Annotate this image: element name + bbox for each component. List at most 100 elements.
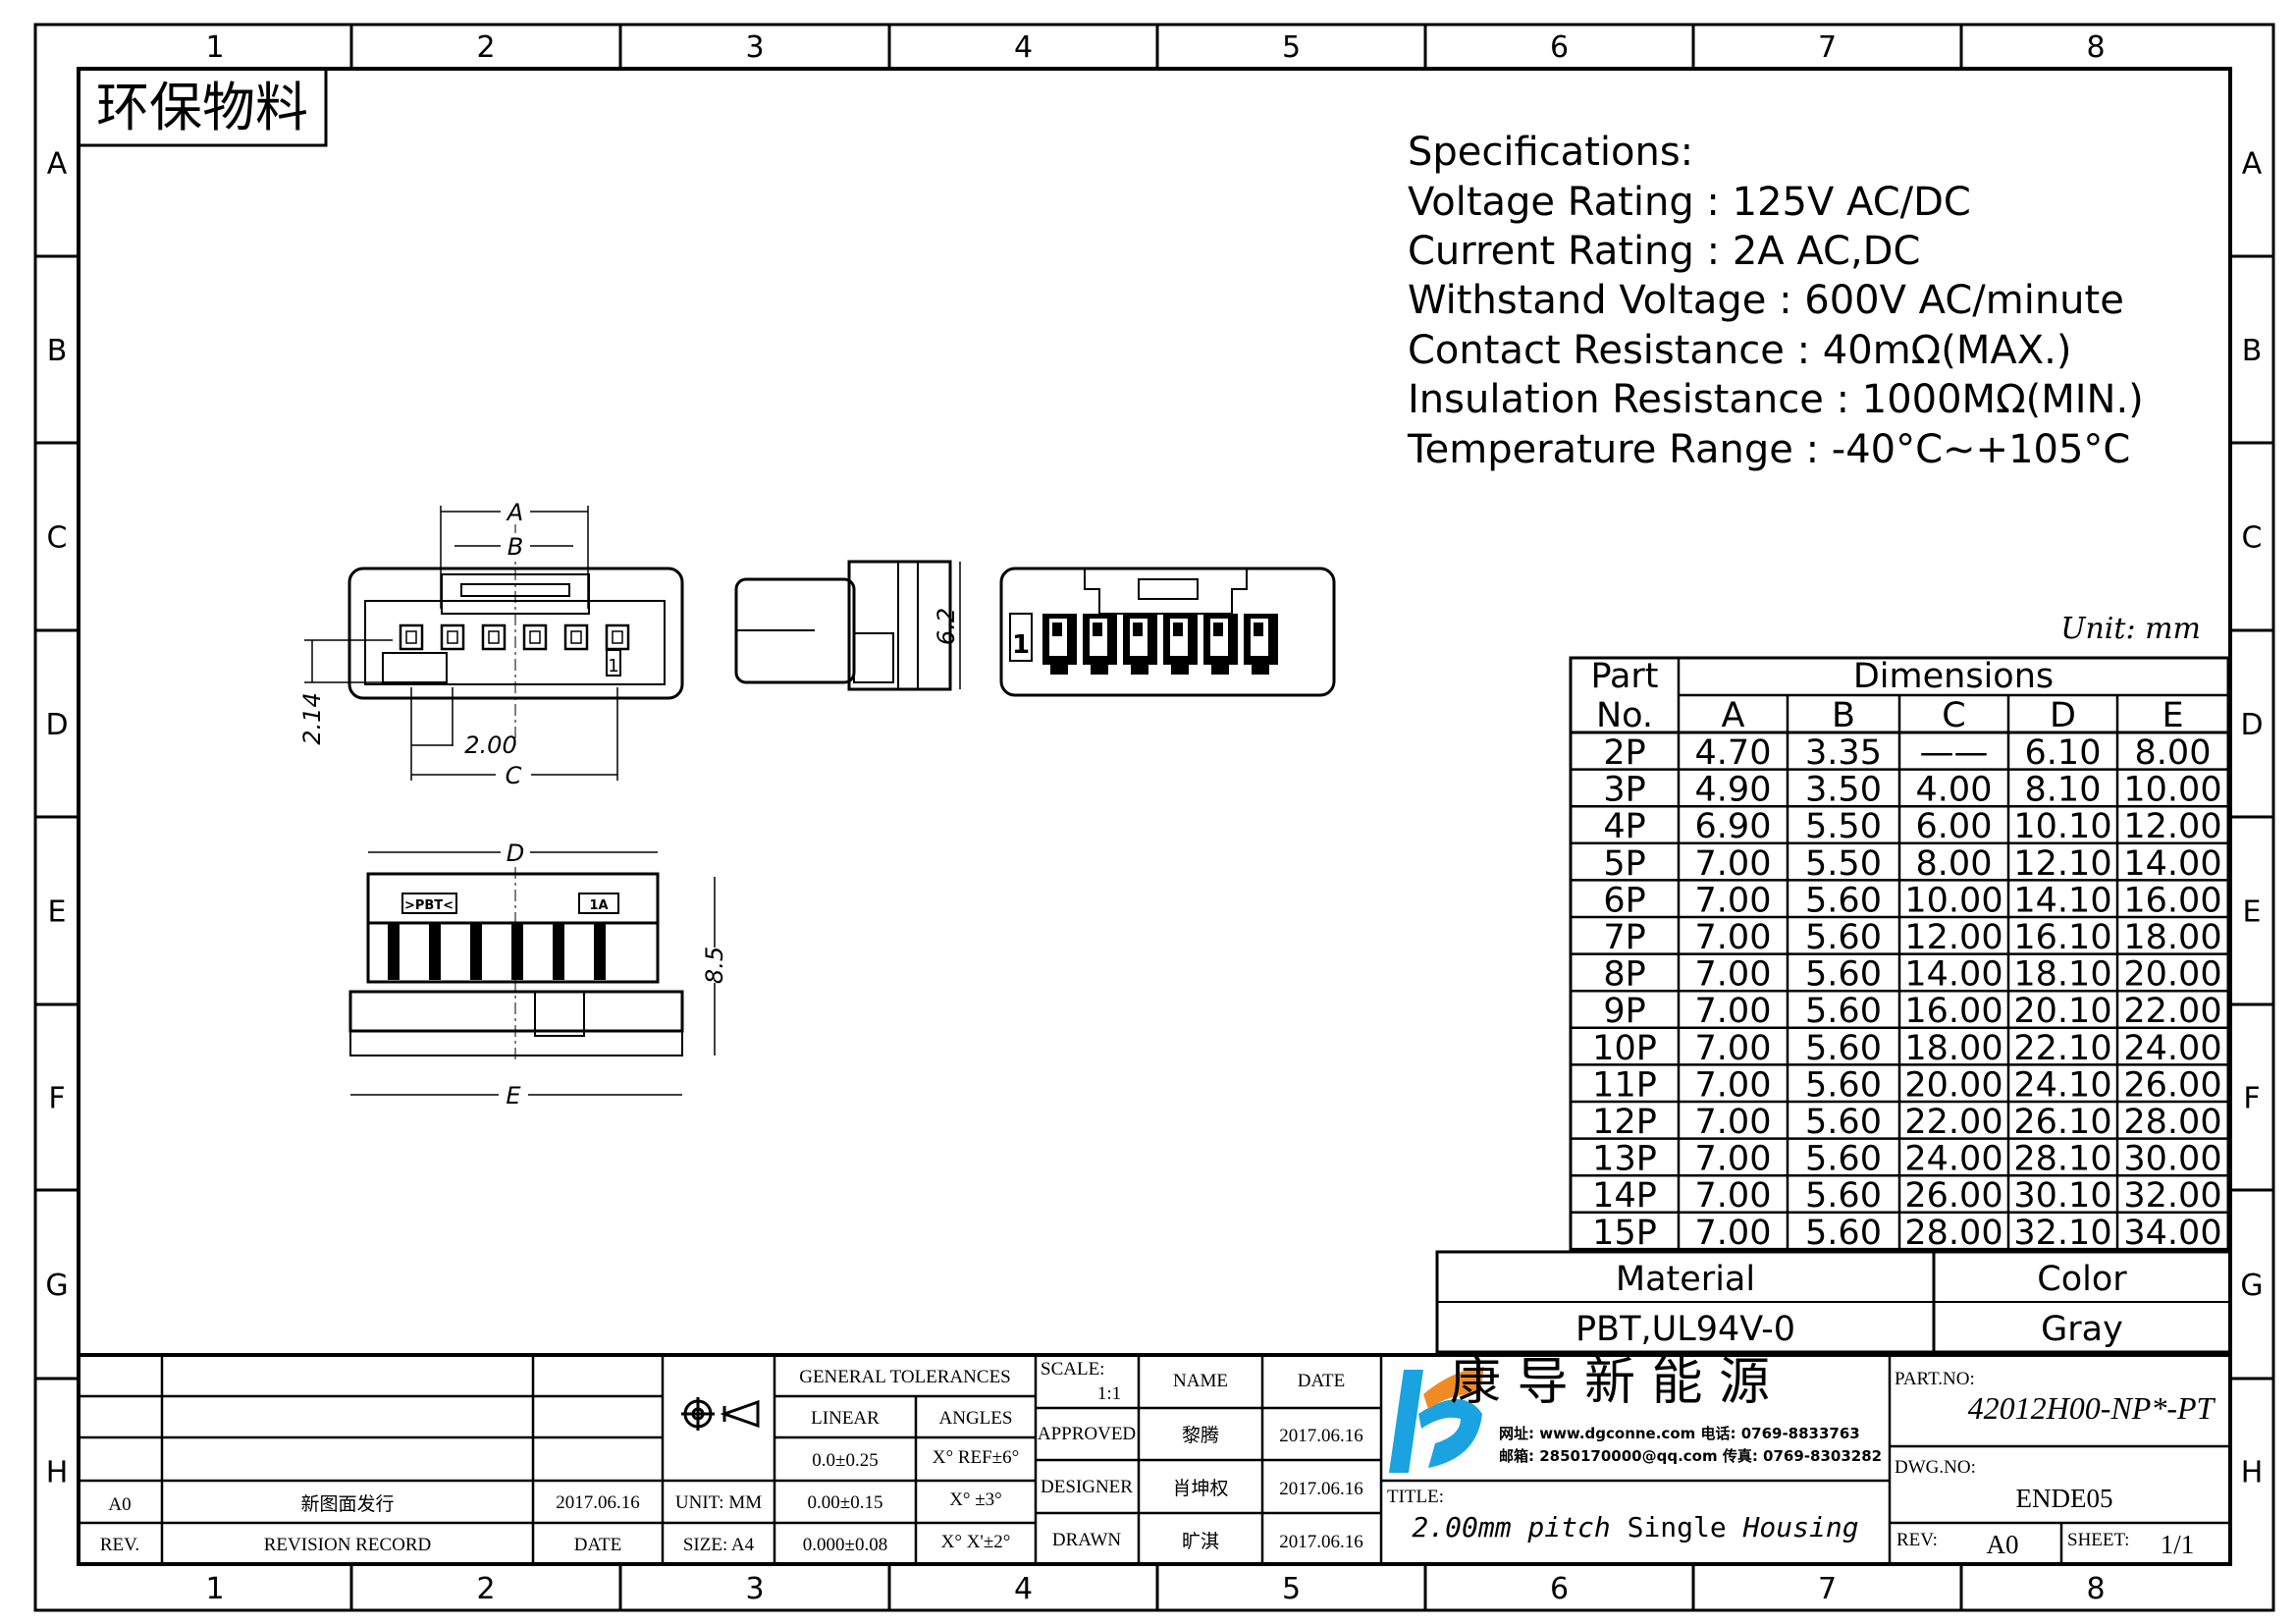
dimension-cell: 28.10 bbox=[2013, 1140, 2111, 1179]
part-no-cell: 14P bbox=[1592, 1176, 1657, 1216]
part-no-cell: 15P bbox=[1592, 1214, 1657, 1253]
rev-header: REV. bbox=[100, 1535, 139, 1555]
dimension-cell: 18.10 bbox=[2013, 955, 2111, 995]
dimension-cell: 8.10 bbox=[2025, 771, 2102, 810]
drawn-name: 旷淇 bbox=[1182, 1531, 1219, 1552]
contact-cavity bbox=[563, 623, 589, 651]
sheet-value: 1/1 bbox=[2161, 1530, 2195, 1559]
dimension-cell: 7.00 bbox=[1695, 1214, 1772, 1253]
approved-label: APPROVED bbox=[1038, 1424, 1136, 1444]
scale-label: SCALE: bbox=[1041, 1359, 1104, 1380]
dimension-cell: 6.00 bbox=[1916, 807, 1993, 846]
designer-name: 肖坤权 bbox=[1172, 1478, 1228, 1499]
rating-mark: 1A bbox=[589, 898, 608, 913]
dimension-cell: 7.00 bbox=[1695, 955, 1772, 995]
dimension-column-header: C bbox=[1942, 696, 1965, 735]
linear-tolerance: 0.000±0.08 bbox=[803, 1535, 887, 1555]
dimension-cell: 24.00 bbox=[2123, 1029, 2221, 1068]
dim-label-d: D bbox=[507, 839, 524, 867]
linear-tolerance: 0.00±0.15 bbox=[808, 1492, 883, 1513]
zone-row-label: F bbox=[2243, 1082, 2260, 1116]
zone-column-label: 4 bbox=[1014, 1572, 1033, 1606]
contact-cavity bbox=[481, 623, 507, 651]
latch-slot bbox=[429, 923, 441, 980]
contact-cavity bbox=[399, 623, 424, 651]
zone-row-label: B bbox=[2242, 334, 2263, 368]
dimension-cell: 8.00 bbox=[2135, 733, 2212, 773]
dimension-cell: 14.10 bbox=[2013, 881, 2111, 920]
dim-label-c: C bbox=[506, 762, 522, 789]
scale-value: 1:1 bbox=[1097, 1383, 1121, 1404]
dimension-cell: 4.00 bbox=[1916, 771, 1993, 810]
zone-row-label: H bbox=[2241, 1456, 2264, 1490]
spec-line: Current Rating : 2A AC,DC bbox=[1408, 229, 1920, 274]
drawn-date: 2017.06.16 bbox=[1279, 1532, 1363, 1552]
no-header: No. bbox=[1596, 696, 1653, 735]
dimension-cell: 5.60 bbox=[1805, 1065, 1882, 1105]
dimension-cell: 10.00 bbox=[1904, 881, 2002, 920]
color-value: Gray bbox=[2041, 1310, 2123, 1349]
dimension-cell: 26.10 bbox=[2013, 1103, 2111, 1142]
zone-row-label: D bbox=[2240, 708, 2263, 742]
spec-line: Insulation Resistance : 1000MΩ(MIN.) bbox=[1408, 377, 2144, 422]
dimension-cell: 4.70 bbox=[1695, 733, 1772, 773]
dimension-cell: 26.00 bbox=[1904, 1176, 2002, 1216]
zone-column-label: 5 bbox=[1282, 1572, 1301, 1606]
dimension-cell: —— bbox=[1920, 733, 1989, 773]
dimension-cell: 20.00 bbox=[2123, 955, 2221, 995]
sheet-label: SHEET: bbox=[2067, 1530, 2129, 1550]
company-logo: 康 导 新 能 源 网址: www.dgconne.com 电话: 0769-8… bbox=[1389, 1353, 1882, 1473]
pin1-mark: 1 bbox=[1012, 630, 1030, 660]
latch-slot bbox=[594, 923, 606, 980]
dimension-cell: 16.00 bbox=[2123, 881, 2221, 920]
dimension-cell: 5.60 bbox=[1805, 918, 1882, 957]
title-label: TITLE: bbox=[1387, 1487, 1444, 1507]
zone-row-label: C bbox=[2242, 521, 2263, 556]
part-no-cell: 3P bbox=[1603, 771, 1645, 810]
dimension-cell: 14.00 bbox=[1904, 955, 2002, 995]
contact-cavity bbox=[605, 623, 630, 651]
size-label: SIZE: A4 bbox=[683, 1535, 755, 1555]
dimension-cell: 12.00 bbox=[2123, 807, 2221, 846]
dimension-cell: 30.00 bbox=[2123, 1140, 2221, 1179]
dimension-cell: 10.00 bbox=[2123, 771, 2221, 810]
color-label: Color bbox=[2037, 1260, 2127, 1299]
dimension-cell: 6.10 bbox=[2025, 733, 2102, 773]
zone-column-label: 7 bbox=[1818, 1572, 1837, 1606]
dimensions-header: Dimensions bbox=[1853, 657, 2054, 696]
pin1-mark: 1 bbox=[608, 656, 618, 677]
material-value: PBT,UL94V-0 bbox=[1575, 1310, 1795, 1349]
dimension-cell: 3.50 bbox=[1805, 771, 1882, 810]
dimension-cell: 7.00 bbox=[1695, 1065, 1772, 1105]
zone-column-label: 2 bbox=[476, 1572, 495, 1606]
dimension-column-header: A bbox=[1722, 696, 1745, 735]
dimension-cell: 14.00 bbox=[2123, 844, 2221, 884]
zone-row-label: H bbox=[46, 1456, 69, 1490]
zone-row-label: A bbox=[2242, 147, 2263, 182]
part-no-label: PART.NO: bbox=[1895, 1369, 1975, 1389]
zone-column-label: 6 bbox=[1550, 30, 1569, 65]
dimension-cell: 22.10 bbox=[2013, 1029, 2111, 1068]
dim-label-a: A bbox=[506, 499, 523, 526]
dimension-cell: 18.00 bbox=[2123, 918, 2221, 957]
dimension-cell: 32.00 bbox=[2123, 1176, 2221, 1216]
part-no-cell: 11P bbox=[1592, 1065, 1657, 1105]
zone-column-label: 8 bbox=[2086, 30, 2105, 65]
bottom-view-drawing: >PBT< 1A D E 8.5 bbox=[348, 839, 728, 1110]
revision-date: 2017.06.16 bbox=[556, 1492, 640, 1513]
zone-column-label: 8 bbox=[2086, 1572, 2105, 1606]
zone-column-label: 2 bbox=[476, 30, 495, 65]
designer-label: DESIGNER bbox=[1041, 1477, 1133, 1497]
title-block: A0 新图面发行 2017.06.16 REV. REVISION RECORD… bbox=[79, 1353, 2230, 1564]
title-part: Single bbox=[1628, 1511, 1727, 1543]
zone-column-label: 3 bbox=[745, 30, 764, 65]
dim-label-2-14: 2.14 bbox=[298, 692, 326, 744]
spec-title: Specifications: bbox=[1408, 130, 1693, 175]
zone-column-label: 6 bbox=[1550, 1572, 1569, 1606]
revision-rev: A0 bbox=[108, 1494, 131, 1515]
dimension-cell: 24.10 bbox=[2013, 1065, 2111, 1105]
